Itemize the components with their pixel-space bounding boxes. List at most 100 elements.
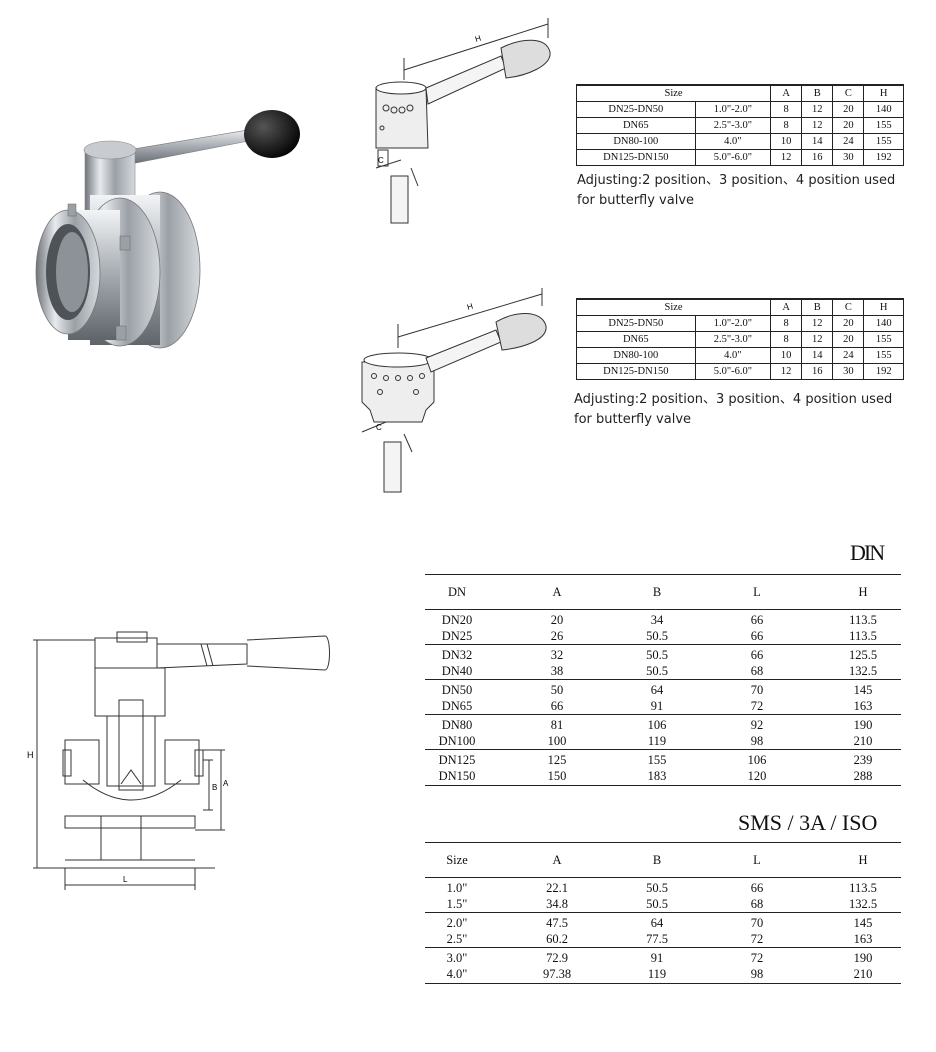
sms-top-rule — [425, 842, 901, 843]
spec-cell: DN125-DN150 — [576, 149, 696, 166]
table-cell: 72 — [750, 699, 764, 713]
spec-cell: 155 — [863, 133, 904, 150]
spec-cell: 2.5"-3.0" — [694, 331, 772, 348]
table-cell: 50 — [489, 679, 625, 698]
spec-cell: 5.0"-6.0" — [694, 149, 772, 166]
handle-drawing-2: H C — [361, 288, 547, 493]
table-cell: 66 — [750, 629, 764, 643]
table-cell: 70 — [689, 679, 825, 698]
din-header-dn: DN — [447, 585, 467, 599]
table-cell: 22.1 — [489, 877, 625, 896]
table-cell: DN25 — [441, 629, 473, 643]
spec-cell: 155 — [863, 117, 904, 134]
spec-cell: 4.0" — [694, 133, 772, 150]
table-cell: 50.5 — [625, 644, 689, 663]
drawing2-label-h: H — [466, 302, 474, 312]
spec-cell: 1.0"-2.0" — [694, 315, 772, 332]
din-header-l: L — [753, 585, 761, 599]
table-cell: 97.38 — [489, 966, 625, 984]
spec-cell: DN25-DN50 — [576, 315, 696, 332]
table-cell: 190 — [825, 947, 901, 966]
table-cell: 132.5 — [848, 897, 878, 911]
spec-cell: 8 — [770, 101, 803, 118]
table-cell: 100 — [547, 734, 567, 748]
spec-cell: 4.0" — [694, 347, 772, 364]
sms-title: SMS / 3A / ISO — [738, 810, 878, 835]
spec-cell: DN25-DN50 — [576, 101, 696, 118]
table-cell: DN50 — [425, 679, 489, 698]
header-c: C — [832, 84, 865, 102]
section-label-h: H — [27, 750, 34, 760]
spec-cell: 30 — [832, 149, 865, 166]
table-cell: 92 — [689, 714, 825, 733]
table-cell: 3.0" — [425, 947, 489, 966]
spec-cell: 8 — [770, 315, 803, 332]
table-cell: 72.9 — [489, 947, 625, 966]
spec-note-1: Adjusting:2 position、3 position、4 positi… — [577, 173, 896, 208]
sms-header-l: L — [753, 853, 761, 867]
spec-cell: 14 — [801, 133, 834, 150]
table-cell: 68 — [750, 664, 764, 678]
table-cell: DN150 — [425, 768, 489, 786]
table-cell: 81 — [489, 714, 625, 733]
table-cell: 26 — [550, 629, 564, 643]
section-label-b: B — [212, 783, 217, 792]
spec-cell: 140 — [863, 315, 904, 332]
header-b: B — [801, 84, 834, 102]
table-cell: 113.5 — [825, 877, 901, 896]
table-cell: 2.5" — [446, 932, 468, 946]
spec-cell: 12 — [770, 149, 803, 166]
din-header-b: B — [652, 585, 662, 599]
spec-cell: 30 — [832, 363, 865, 380]
table-cell: 1.0" — [425, 877, 489, 896]
sms-header-b: B — [652, 853, 662, 867]
sms-header-h: H — [858, 853, 868, 867]
table-cell: 72 — [750, 932, 764, 946]
drawing2-label-c: C — [376, 423, 382, 432]
table-cell: 288 — [825, 768, 901, 786]
table-cell: DN65 — [441, 699, 473, 713]
table-cell: 125 — [489, 749, 625, 768]
table-cell: 50.5 — [646, 897, 668, 911]
table-cell: 113.5 — [825, 609, 901, 628]
header-a: A — [770, 84, 803, 102]
spec-note-2: Adjusting:2 position、3 position、4 positi… — [574, 392, 893, 427]
table-cell: 68 — [750, 897, 764, 911]
table-cell: 239 — [825, 749, 901, 768]
table-cell: 150 — [489, 768, 625, 786]
table-cell: DN32 — [425, 644, 489, 663]
table-cell: 77.5 — [646, 932, 668, 946]
din-header-h: H — [858, 585, 868, 599]
table-cell: 60.2 — [546, 932, 568, 946]
header-h: H — [863, 298, 904, 316]
spec-cell: DN65 — [576, 117, 696, 134]
table-cell: DN125 — [425, 749, 489, 768]
spec-cell: 192 — [863, 149, 904, 166]
spec-cell: 10 — [770, 133, 803, 150]
spec-cell: 5.0"-6.0" — [694, 363, 772, 380]
table-cell: 32 — [489, 644, 625, 663]
table-cell: 106 — [689, 749, 825, 768]
spec-cell: 20 — [832, 315, 865, 332]
table-cell: 210 — [853, 734, 873, 748]
table-cell: 190 — [825, 714, 901, 733]
table-cell: 50.5 — [646, 629, 668, 643]
spec-cell: DN80-100 — [576, 347, 696, 364]
valve-section-drawing: H B A L — [27, 631, 330, 890]
spec-cell: 140 — [863, 101, 904, 118]
